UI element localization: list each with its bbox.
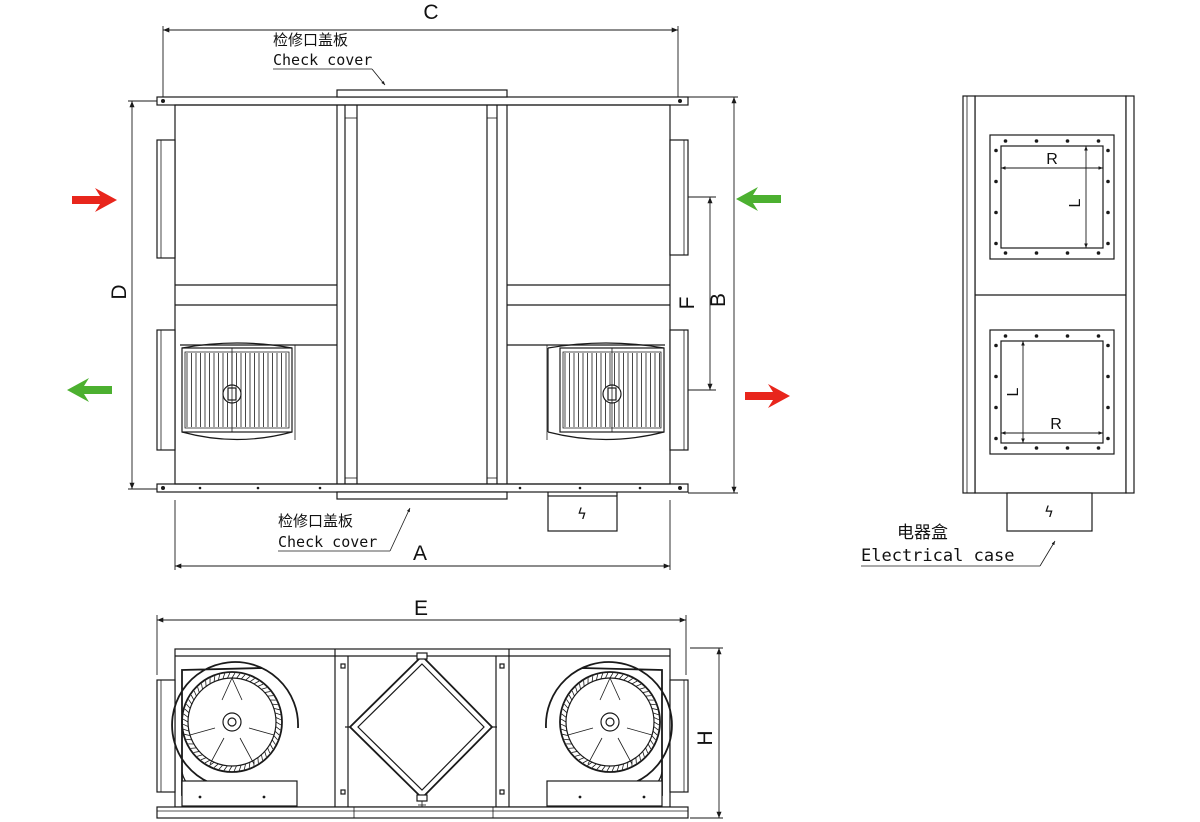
- dimension-b: B: [688, 96, 738, 494]
- side-view-top-flange: R L: [989, 134, 1115, 260]
- electrical-case-en: Electrical case: [861, 546, 1015, 566]
- left-fan-top-view: [180, 342, 337, 441]
- lightning-bolt-icon: ϟ: [1044, 503, 1054, 521]
- lightning-bolt-icon: ϟ: [577, 505, 587, 523]
- front-view: E H: [156, 597, 723, 819]
- side-view: R L R L ϟ 电器盒 Electrical case: [861, 95, 1135, 567]
- red-arrow-right-icon: [72, 188, 117, 212]
- side-view-bottom-flange: R L: [989, 329, 1115, 455]
- dimension-r-top-label: R: [1046, 151, 1058, 168]
- dimension-a: A: [174, 500, 671, 570]
- dimension-f: F: [676, 196, 716, 391]
- dimension-d: D: [108, 100, 160, 490]
- check-cover-bottom-en: Check cover: [278, 533, 377, 551]
- dimension-e-label: E: [414, 597, 428, 620]
- heat-exchanger-core: [345, 652, 497, 807]
- dimension-h: H: [690, 647, 723, 819]
- dimension-d-label: D: [108, 284, 131, 299]
- dimension-r-bottom-label: R: [1050, 416, 1062, 433]
- dimension-f-label: F: [676, 297, 699, 310]
- dimension-l-bottom-label: L: [1005, 387, 1022, 396]
- right-fan-top-view: [507, 342, 665, 441]
- electrical-case-cn: 电器盒: [897, 523, 948, 543]
- check-cover-top-cn: 检修口盖板: [273, 31, 348, 49]
- left-blower-front-view: [171, 661, 299, 807]
- dimension-c: C: [162, 1, 679, 98]
- dimension-b-label: B: [707, 293, 730, 307]
- green-arrow-left-icon: [67, 378, 112, 402]
- check-cover-bottom-cn: 检修口盖板: [278, 512, 353, 530]
- dimension-a-label: A: [413, 542, 427, 565]
- dimension-e: E: [156, 597, 687, 675]
- dimension-h-label: H: [694, 730, 717, 745]
- electrical-box-side-view: ϟ: [1006, 492, 1093, 532]
- electrical-case-callout: 电器盒 Electrical case: [861, 523, 1056, 567]
- dimension-l-top-label: L: [1067, 198, 1084, 207]
- check-cover-top-en: Check cover: [273, 51, 372, 69]
- red-arrow-right-icon: [745, 384, 790, 408]
- top-view: C 检修口盖板 Check cover D B F: [67, 1, 790, 570]
- dimension-c-label: C: [423, 1, 438, 24]
- check-cover-bottom-callout: 检修口盖板 Check cover: [278, 507, 411, 552]
- electrical-box-top-view: ϟ: [547, 492, 618, 532]
- check-cover-top-callout: 检修口盖板 Check cover: [273, 31, 386, 86]
- green-arrow-left-icon: [736, 187, 781, 211]
- right-blower-front-view: [545, 661, 673, 807]
